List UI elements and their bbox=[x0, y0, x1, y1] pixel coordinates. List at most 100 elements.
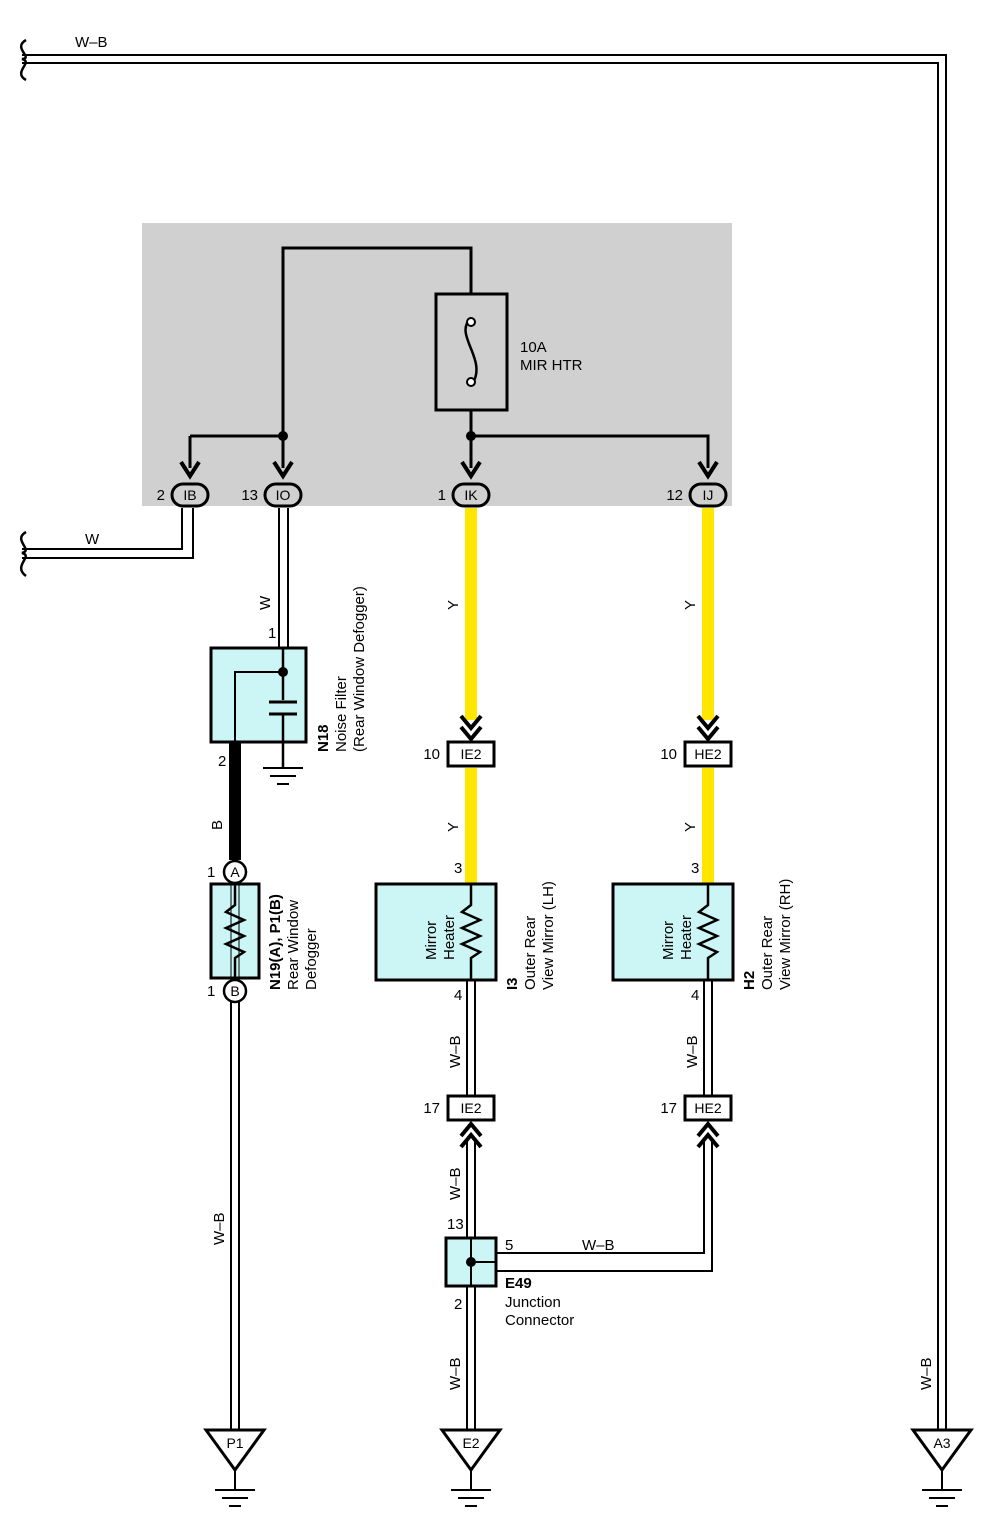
ground-e2-label: E2 bbox=[462, 1435, 479, 1451]
svg-text:IO: IO bbox=[276, 487, 291, 503]
wire-top-wb bbox=[22, 54, 947, 1432]
ground-e2 bbox=[439, 1428, 503, 1507]
svg-text:IE2: IE2 bbox=[460, 746, 481, 762]
h2-pin-top: 3 bbox=[691, 860, 699, 877]
wire-y-ie2 bbox=[465, 768, 477, 884]
svg-text:17: 17 bbox=[423, 1100, 440, 1117]
h2-inner-2: Heater bbox=[678, 915, 695, 960]
n18-label-2: (Rear Window Defogger) bbox=[351, 586, 368, 752]
svg-text:1: 1 bbox=[438, 487, 446, 504]
wire-label-w-left: W bbox=[85, 531, 100, 548]
junction-internal-wiring bbox=[188, 246, 710, 468]
connector-ie2-bottom: IE2 17 bbox=[423, 1094, 496, 1122]
wire-label-wb-e49-top: W–B bbox=[447, 1167, 464, 1200]
e49-id: E49 bbox=[505, 1275, 532, 1292]
svg-text:IJ: IJ bbox=[703, 487, 714, 503]
wire-label-wb-p1: W–B bbox=[211, 1212, 228, 1245]
e49-pin-bottom: 2 bbox=[454, 1296, 462, 1313]
junction-dot bbox=[278, 431, 288, 441]
svg-text:12: 12 bbox=[666, 487, 683, 504]
defogger-id: N19(A), P1(B) bbox=[267, 894, 284, 990]
junction-connector-e49 bbox=[444, 1236, 498, 1288]
fuse-rating: 10A bbox=[520, 339, 547, 356]
wire-wb-p1 bbox=[230, 1002, 240, 1432]
junction-dot bbox=[466, 431, 476, 441]
wire-label-wb-a3: W–B bbox=[918, 1357, 935, 1390]
connector-he2-top: HE2 10 bbox=[660, 740, 733, 768]
wire-label-wb-h2: W–B bbox=[684, 1035, 701, 1068]
svg-text:17: 17 bbox=[660, 1100, 677, 1117]
svg-text:HE2: HE2 bbox=[694, 1100, 721, 1116]
defogger-tag-b: B bbox=[230, 983, 239, 999]
terminal-ik: IK 1 bbox=[438, 482, 491, 508]
i3-label-1: Outer Rear bbox=[522, 916, 539, 990]
i3-inner-2: Heater bbox=[441, 915, 458, 960]
terminal-ib: IB 2 bbox=[157, 482, 210, 508]
wire-wb-i3-h2 bbox=[466, 980, 713, 1096]
wire-label-wb-i3: W–B bbox=[447, 1035, 464, 1068]
i3-inner-1: Mirror bbox=[423, 921, 440, 960]
wire-y-ik bbox=[465, 508, 477, 720]
svg-text:IK: IK bbox=[464, 487, 478, 503]
wire-label-y-he2: Y bbox=[682, 822, 699, 832]
rear-window-defogger bbox=[209, 859, 261, 1004]
wire-y-ij bbox=[702, 508, 714, 720]
wire-w-left bbox=[22, 508, 194, 559]
wire-break-top bbox=[19, 38, 27, 82]
e49-pin-top: 13 bbox=[447, 1216, 464, 1233]
wire-b-n18 bbox=[229, 742, 241, 860]
wire-break-left bbox=[19, 530, 27, 578]
chevrons-bottom bbox=[459, 1120, 720, 1149]
wire-wb-e2 bbox=[466, 1286, 476, 1432]
h2-pin-bottom: 4 bbox=[691, 987, 699, 1004]
wire-label-y-ij: Y bbox=[682, 600, 699, 610]
wire-label-y-ie2: Y bbox=[445, 822, 462, 832]
svg-text:IE2: IE2 bbox=[460, 1100, 481, 1116]
ground-p1-label: P1 bbox=[226, 1435, 243, 1451]
mirror-heater-h2 bbox=[611, 882, 735, 982]
svg-text:HE2: HE2 bbox=[694, 746, 721, 762]
fuse-name: MIR HTR bbox=[520, 357, 583, 374]
defogger-pin-a: 1 bbox=[207, 864, 215, 881]
n18-label-1: Noise Filter bbox=[333, 676, 350, 752]
ground-a3-label: A3 bbox=[933, 1435, 950, 1451]
terminal-arrows bbox=[179, 460, 719, 480]
ground-a3 bbox=[910, 1428, 974, 1507]
connector-ie2-top: IE2 10 bbox=[423, 740, 496, 768]
svg-text:10: 10 bbox=[423, 746, 440, 763]
defogger-pin-b: 1 bbox=[207, 983, 215, 1000]
e49-pin-right: 5 bbox=[505, 1237, 513, 1254]
svg-text:13: 13 bbox=[241, 487, 258, 504]
svg-text:2: 2 bbox=[157, 487, 165, 504]
wire-y-he2 bbox=[702, 768, 714, 884]
h2-label-2: View Mirror (RH) bbox=[777, 879, 794, 990]
defogger-label-2: Defogger bbox=[303, 928, 320, 990]
defogger-label-1: Rear Window bbox=[285, 900, 302, 990]
ground-p1 bbox=[203, 1428, 267, 1507]
wire-label-wb-e2: W–B bbox=[447, 1357, 464, 1390]
wire-label-top-wb: W–B bbox=[75, 34, 108, 51]
noise-filter-n18 bbox=[209, 646, 308, 785]
connector-he2-bottom: HE2 17 bbox=[660, 1094, 733, 1122]
e49-label-1: Junction bbox=[505, 1294, 561, 1311]
chevrons-top bbox=[459, 714, 720, 743]
wire-label-w-io: W bbox=[257, 595, 274, 610]
n18-pin-bottom: 2 bbox=[218, 753, 226, 770]
i3-label-2: View Mirror (LH) bbox=[540, 881, 557, 990]
terminal-io: IO 13 bbox=[241, 482, 303, 508]
mirror-heater-i3 bbox=[374, 882, 498, 982]
wire-label-b: B bbox=[209, 820, 226, 830]
svg-text:IB: IB bbox=[183, 487, 196, 503]
e49-label-2: Connector bbox=[505, 1312, 574, 1329]
n18-pin-top: 1 bbox=[268, 625, 276, 642]
wire-label-wb-e49-5: W–B bbox=[582, 1237, 615, 1254]
h2-inner-1: Mirror bbox=[660, 921, 677, 960]
i3-pin-top: 3 bbox=[454, 860, 462, 877]
n18-id: N18 bbox=[315, 724, 332, 752]
wire-label-y-ik: Y bbox=[445, 600, 462, 610]
wire-w-io bbox=[278, 508, 289, 648]
h2-id: H2 bbox=[741, 971, 758, 990]
i3-pin-bottom: 4 bbox=[454, 987, 462, 1004]
svg-text:10: 10 bbox=[660, 746, 677, 763]
